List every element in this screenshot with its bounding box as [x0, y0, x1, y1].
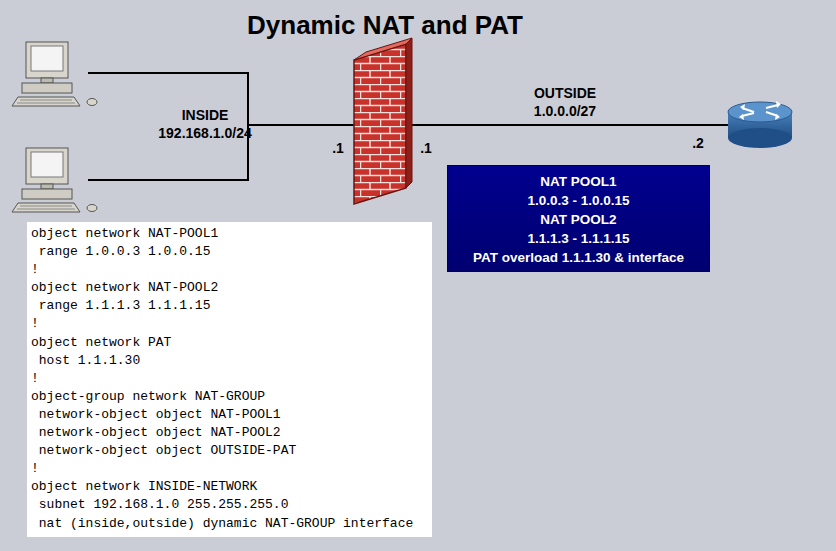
- config-line: range 1.0.0.3 1.0.0.15: [31, 243, 428, 261]
- config-line: !: [31, 460, 428, 478]
- interface-address: .1: [332, 140, 344, 156]
- config-line: nat (inside,outside) dynamic NAT-GROUP i…: [31, 515, 428, 533]
- segment-name: OUTSIDE: [534, 85, 596, 101]
- config-box: object network NAT-POOL1 range 1.0.0.3 1…: [27, 222, 432, 537]
- interface-address: .2: [692, 135, 704, 151]
- config-line: network-object object OUTSIDE-PAT: [31, 442, 428, 460]
- subnet-label: 192.168.1.0/24: [158, 125, 251, 141]
- diagram-title: Dynamic NAT and PAT: [247, 10, 523, 41]
- config-line: object-group network NAT-GROUP: [31, 388, 428, 406]
- config-line: !: [31, 370, 428, 388]
- config-line: network-object object NAT-POOL1: [31, 406, 428, 424]
- config-line: object network NAT-POOL2: [31, 279, 428, 297]
- config-line: object network INSIDE-NETWORK: [31, 478, 428, 496]
- config-line: range 1.1.1.3 1.1.1.15: [31, 297, 428, 315]
- config-line: host 1.1.1.30: [31, 352, 428, 370]
- config-line: object network NAT-POOL1: [31, 225, 428, 243]
- pool-text: NAT POOL1: [456, 172, 701, 191]
- config-line: network-object object NAT-POOL2: [31, 424, 428, 442]
- config-line: subnet 192.168.1.0 255.255.255.0: [31, 496, 428, 514]
- pool-text: 1.0.0.3 - 1.0.0.15: [456, 191, 701, 210]
- pool-text: 1.1.1.3 - 1.1.1.15: [456, 229, 701, 248]
- subnet-label: 1.0.0.0/27: [534, 103, 596, 119]
- interface-address: .1: [420, 140, 432, 156]
- pool-text: PAT overload 1.1.1.30 & interface: [456, 248, 701, 267]
- config-line: !: [31, 315, 428, 333]
- pool-text: NAT POOL2: [456, 210, 701, 229]
- segment-name: INSIDE: [182, 107, 229, 123]
- nat-pool-box: NAT POOL11.0.0.3 - 1.0.0.15NAT POOL21.1.…: [447, 165, 710, 272]
- config-line: !: [31, 261, 428, 279]
- config-line: object network PAT: [31, 334, 428, 352]
